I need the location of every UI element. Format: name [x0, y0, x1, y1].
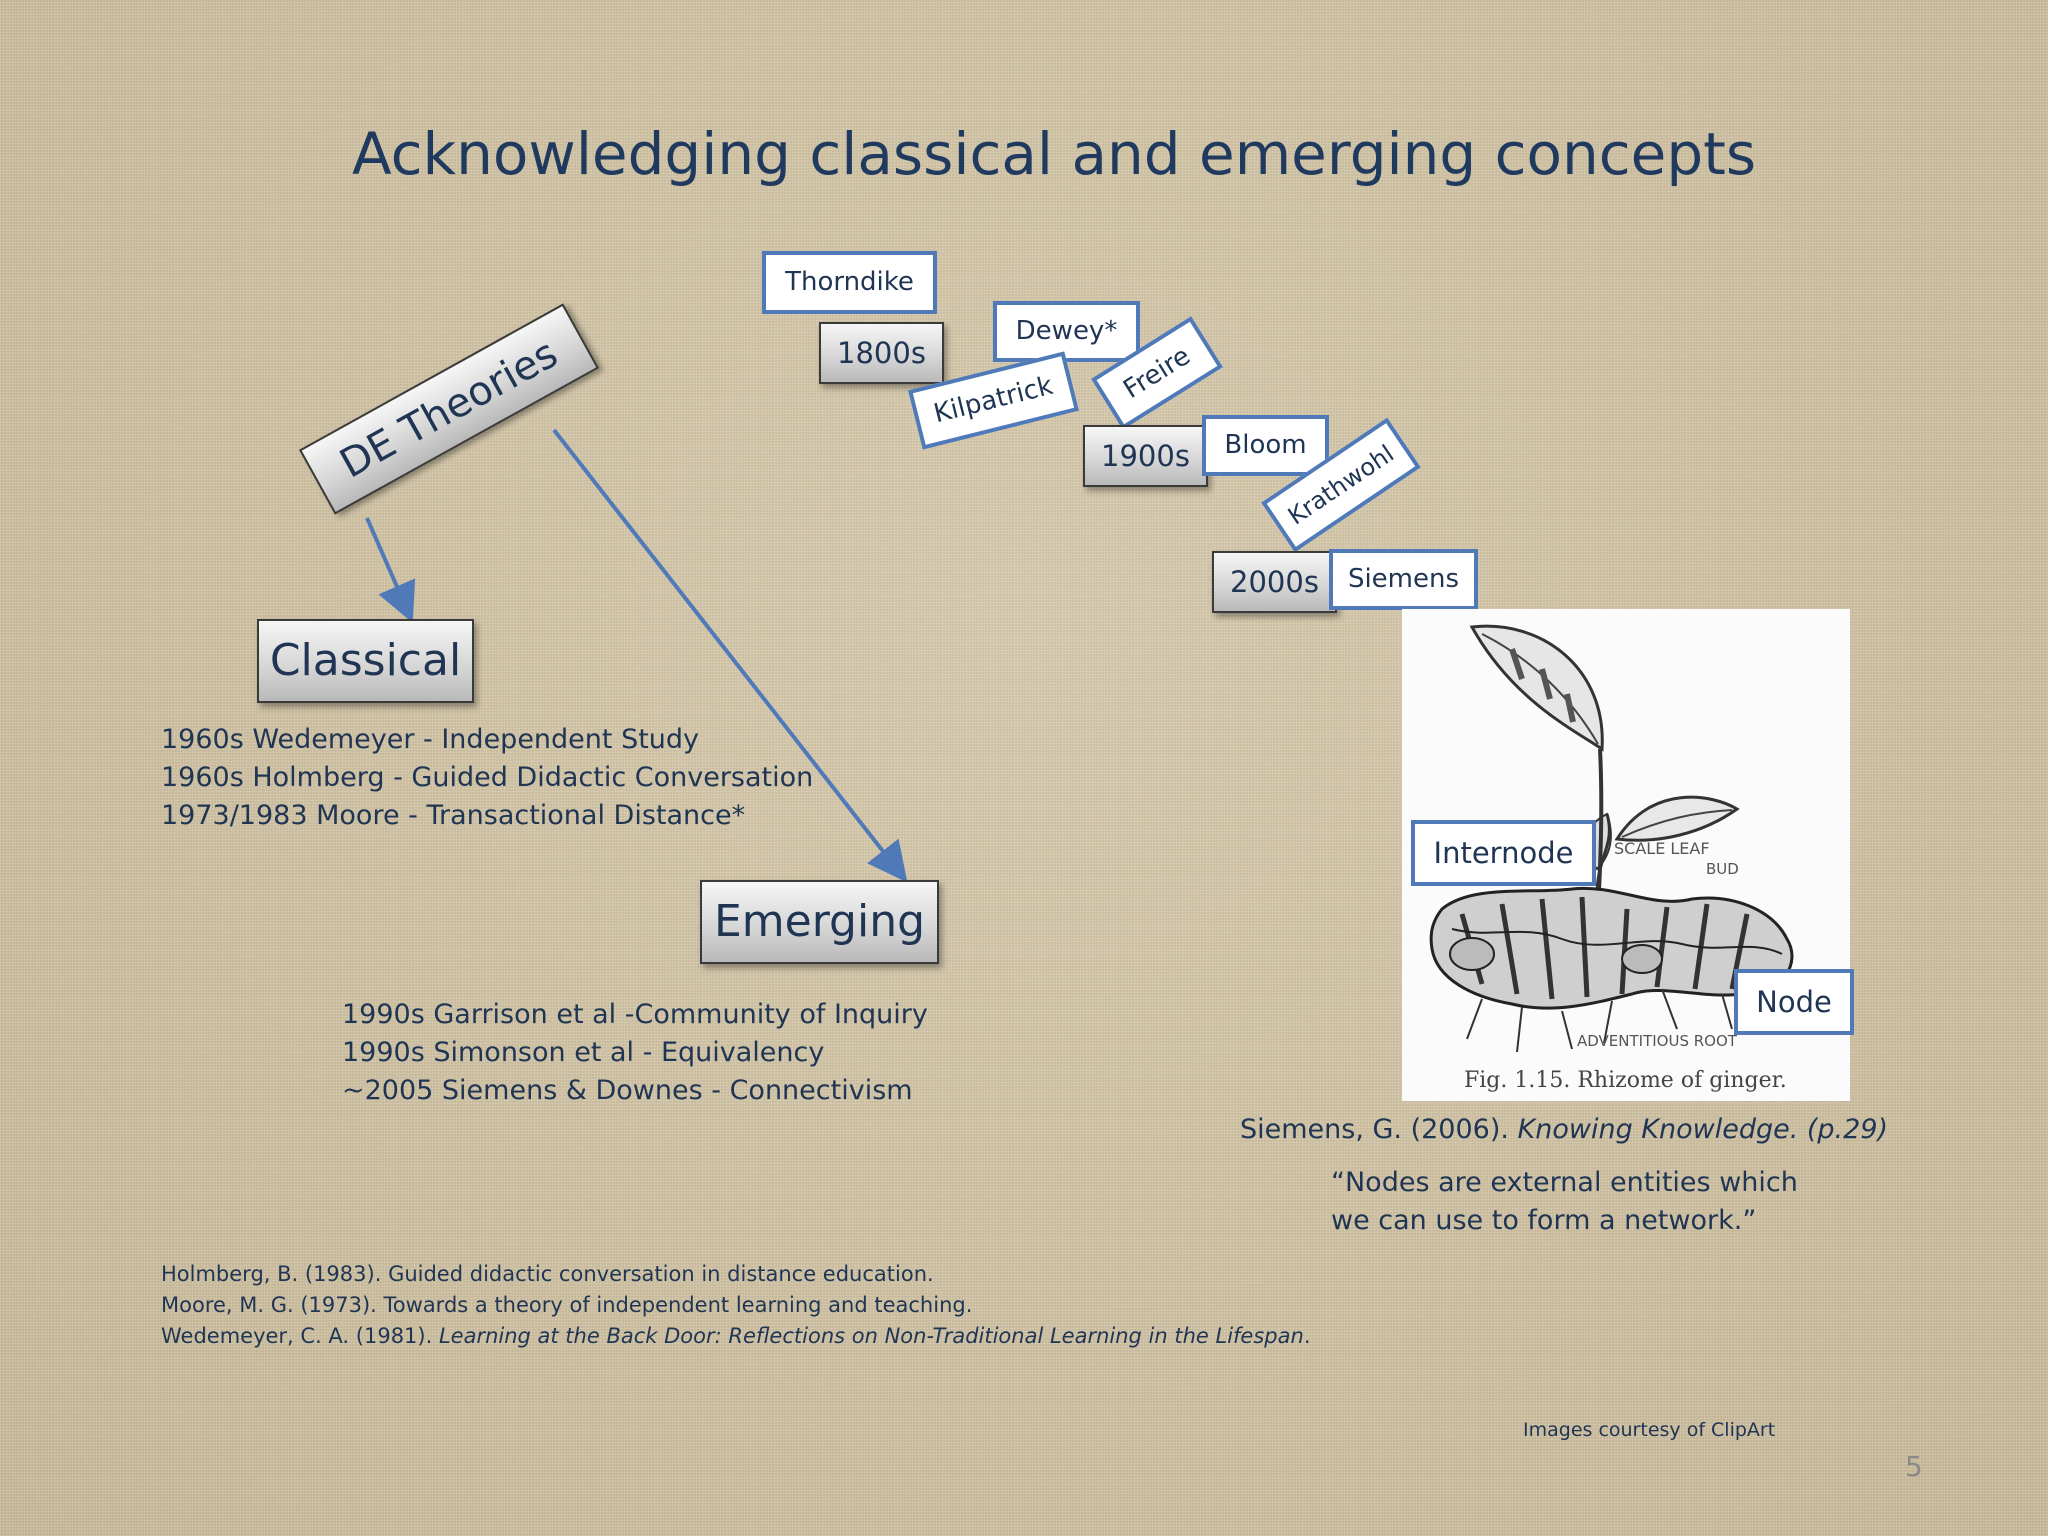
scale-leaf-label: SCALE LEAF	[1614, 839, 1710, 858]
era-1800s: 1800s	[819, 322, 944, 384]
ginger-rhizome-illustration: SCALE LEAF BUD ADVENTITIOUS ROOT Fig. 1.…	[1429, 624, 1794, 1093]
tag-dewey: Dewey*	[993, 301, 1140, 362]
adventitious-root-label: ADVENTITIOUS ROOT	[1577, 1032, 1738, 1050]
tag-thorndike: Thorndike	[762, 251, 937, 314]
list-item: ~2005 Siemens & Downes - Connectivism	[342, 1075, 913, 1106]
emerging-list: 1990s Garrison et al -Community of Inqui…	[342, 996, 928, 1110]
classical-label: Classical	[269, 635, 462, 686]
citation: Siemens, G. (2006). Knowing Knowledge. (…	[1240, 1114, 1889, 1145]
reference-item: Wedemeyer, C. A. (1981). Learning at the…	[161, 1324, 1311, 1348]
list-item: 1990s Simonson et al - Equivalency	[342, 1037, 825, 1068]
quote: “Nodes are external entities which we ca…	[1331, 1167, 1798, 1236]
page-number: 5	[1905, 1450, 1923, 1483]
arrow-to-classical	[365, 517, 416, 623]
era-1900s: 1900s	[1083, 425, 1208, 487]
tag-siemens: Siemens	[1329, 549, 1478, 610]
list-item: 1990s Garrison et al -Community of Inqui…	[342, 999, 928, 1030]
era-2000s: 2000s	[1212, 551, 1337, 613]
classical-list: 1960s Wedemeyer - Independent Study 1960…	[161, 721, 813, 835]
slide-title: Acknowledging classical and emerging con…	[352, 120, 1757, 188]
list-item: 1960s Wedemeyer - Independent Study	[161, 724, 700, 755]
image-credit: Images courtesy of ClipArt	[1523, 1419, 1776, 1441]
bud-label: BUD	[1706, 860, 1739, 878]
list-item: 1960s Holmberg - Guided Didactic Convers…	[161, 762, 814, 793]
classical-box: Classical	[257, 619, 474, 703]
reference-item: Moore, M. G. (1973). Towards a theory of…	[161, 1293, 973, 1317]
reference-item: Holmberg, B. (1983). Guided didactic con…	[161, 1262, 934, 1286]
label-internode: Internode	[1411, 820, 1596, 886]
emerging-box: Emerging	[700, 880, 939, 964]
references: Holmberg, B. (1983). Guided didactic con…	[161, 1259, 1311, 1352]
de-theories-label: DE Theories	[332, 330, 566, 488]
label-node: Node	[1734, 969, 1854, 1035]
tag-bloom: Bloom	[1202, 415, 1329, 476]
list-item: 1973/1983 Moore - Transactional Distance…	[161, 800, 746, 831]
emerging-label: Emerging	[713, 896, 926, 947]
figure-caption: Fig. 1.15. Rhizome of ginger.	[1464, 1068, 1787, 1093]
de-theories-box: DE Theories	[298, 303, 600, 515]
